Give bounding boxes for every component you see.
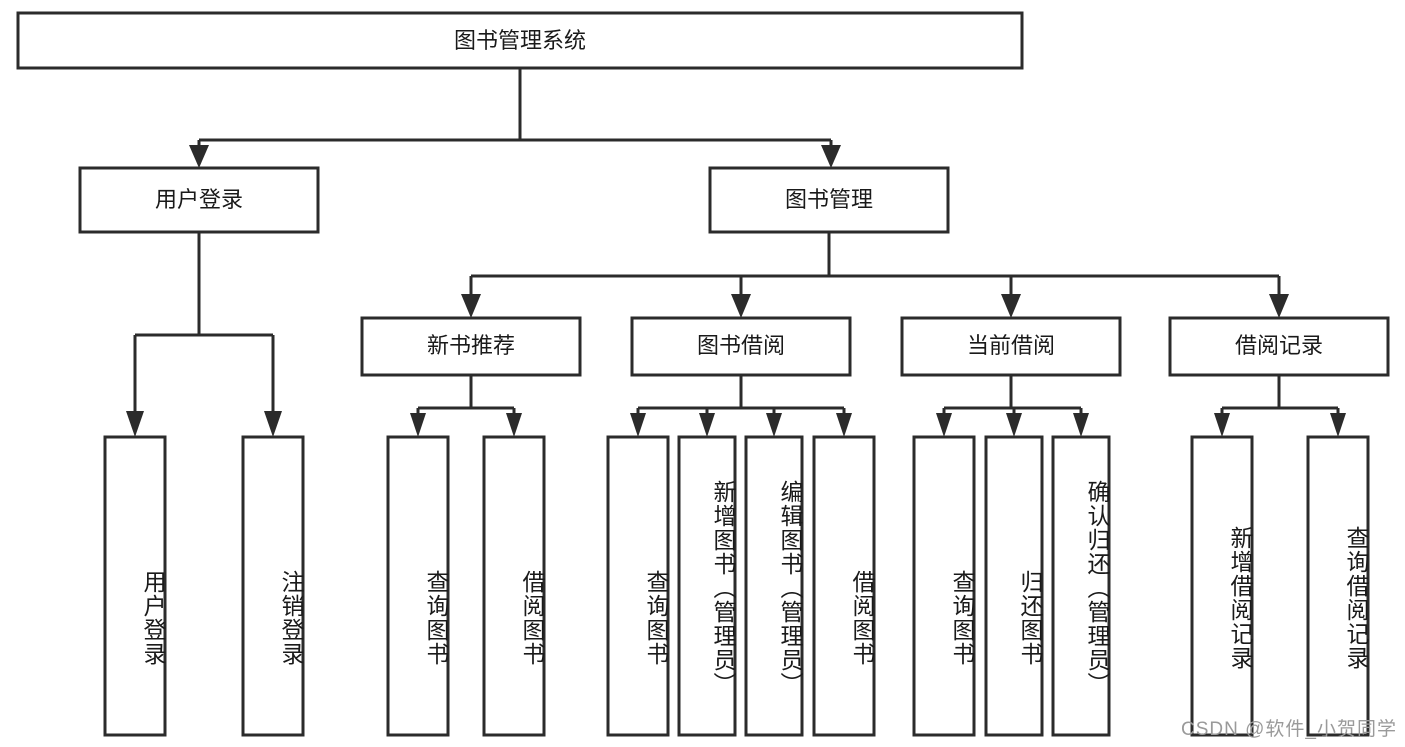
node-book-borrow-box[interactable] <box>630 316 852 377</box>
arrow-head-icon <box>410 413 426 437</box>
connector-root-to-level2 <box>189 68 841 168</box>
arrow-head-icon <box>836 413 852 437</box>
arrow-head-icon <box>461 294 481 318</box>
node-current-borrow-box[interactable] <box>900 316 1122 377</box>
node-borrow-record-label: 借阅记录 <box>1235 333 1323 358</box>
leaf-box-edit-book-admin[interactable] <box>744 435 804 737</box>
leaf-box-query-book-3[interactable] <box>912 435 976 737</box>
node-borrow-record-box[interactable] <box>1168 316 1390 377</box>
connector-borrowrecord-to-leaves <box>1214 375 1346 437</box>
node-root-box[interactable] <box>16 11 1024 70</box>
arrow-head-icon <box>1073 413 1089 437</box>
connector-newbook-to-leaves <box>410 375 522 437</box>
leaf-box-logout-login[interactable] <box>241 435 305 737</box>
leaf-box-return-book[interactable] <box>984 435 1044 737</box>
csdn-watermark: CSDN @软件_小贺同学 <box>1181 719 1397 740</box>
arrow-head-icon <box>630 413 646 437</box>
node-new-book-recommend-label: 新书推荐 <box>427 333 515 358</box>
node-user-login-label: 用户登录 <box>155 187 243 212</box>
node-book-management-box[interactable] <box>708 166 950 234</box>
node-book-borrow[interactable]: 图书借阅 <box>630 316 852 377</box>
leaf-box-query-borrow-record[interactable] <box>1306 435 1370 737</box>
arrow-head-icon <box>699 413 715 437</box>
arrow-head-icon <box>936 413 952 437</box>
node-current-borrow-label: 当前借阅 <box>967 333 1055 358</box>
node-root[interactable]: 图书管理系统 <box>16 11 1024 70</box>
node-user-login-box[interactable] <box>78 166 320 234</box>
arrow-head-icon <box>1330 413 1346 437</box>
arrow-head-icon <box>1214 413 1230 437</box>
leaf-boxes <box>103 435 1370 737</box>
connector-bookborrow-to-leaves <box>630 375 852 437</box>
arrow-head-icon <box>1006 413 1022 437</box>
leaf-box-borrow-book-2[interactable] <box>812 435 876 737</box>
leaf-box-query-book-2[interactable] <box>606 435 670 737</box>
node-root-label: 图书管理系统 <box>454 28 586 53</box>
leaf-box-query-book-1[interactable] <box>386 435 450 737</box>
leaf-box-confirm-return-admin[interactable] <box>1051 435 1111 737</box>
arrow-head-icon <box>506 413 522 437</box>
connector-currentborrow-to-leaves <box>936 375 1089 437</box>
arrow-head-icon <box>189 145 209 168</box>
connector-userlogin-to-leaves <box>126 232 282 437</box>
leaf-box-user-login[interactable] <box>103 435 167 737</box>
node-book-management[interactable]: 图书管理 <box>708 166 950 234</box>
node-user-login[interactable]: 用户登录 <box>78 166 320 234</box>
leaf-box-borrow-book-1[interactable] <box>482 435 546 737</box>
arrow-head-icon <box>264 411 282 437</box>
arrow-head-icon <box>766 413 782 437</box>
arrow-head-icon <box>1001 294 1021 318</box>
arrow-head-icon <box>126 411 144 437</box>
node-borrow-record[interactable]: 借阅记录 <box>1168 316 1390 377</box>
leaf-box-add-book-admin[interactable] <box>677 435 737 737</box>
arrow-head-icon <box>731 294 751 318</box>
connector-bookmgmt-to-level3 <box>461 232 1289 318</box>
arrow-head-icon <box>821 145 841 168</box>
leaf-box-add-borrow-record[interactable] <box>1190 435 1254 737</box>
node-book-management-label: 图书管理 <box>785 187 873 212</box>
arrow-head-icon <box>1269 294 1289 318</box>
node-book-borrow-label: 图书借阅 <box>697 333 785 358</box>
node-new-book-recommend-box[interactable] <box>360 316 582 377</box>
node-current-borrow[interactable]: 当前借阅 <box>900 316 1122 377</box>
node-new-book-recommend[interactable]: 新书推荐 <box>360 316 582 377</box>
